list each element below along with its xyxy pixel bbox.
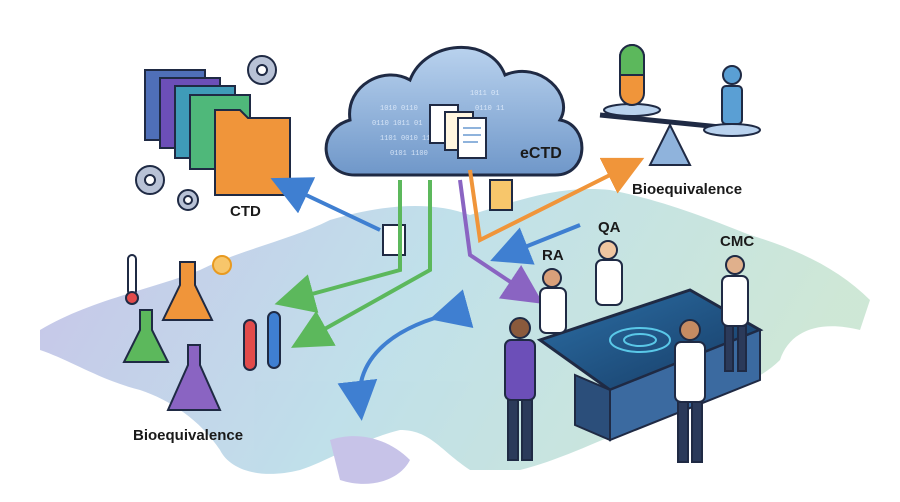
folder-icon — [144, 69, 291, 196]
label-bioequivalence-top: Bioequivalence — [632, 181, 742, 198]
label-qa: QA — [598, 219, 621, 236]
svg-text:0110 11: 0110 11 — [475, 105, 504, 113]
person-icon — [504, 317, 536, 461]
gear-icon — [135, 55, 277, 211]
document-icon — [429, 104, 487, 159]
thermometer-icon — [125, 254, 139, 305]
svg-text:0101 1100: 0101 1100 — [390, 150, 428, 158]
svg-text:1010 0110: 1010 0110 — [380, 105, 418, 113]
flask-icon — [122, 261, 222, 411]
svg-text:0110 1011 01: 0110 1011 01 — [372, 120, 422, 128]
person-icon — [539, 268, 567, 334]
sun-icon — [212, 255, 232, 275]
person-icon — [721, 65, 743, 125]
person-icon — [595, 240, 623, 306]
label-ra: RA — [542, 247, 564, 264]
test-tube-icon — [243, 311, 281, 371]
label-cmc: CMC — [720, 233, 754, 250]
scale-icon — [599, 103, 761, 166]
flow-arrows — [270, 157, 645, 421]
person-icon — [674, 319, 706, 463]
capsule-icon — [619, 44, 645, 106]
svg-text:1101 0010 11: 1101 0010 11 — [380, 135, 430, 143]
label-ectd: eCTD — [520, 145, 562, 162]
svg-text:1011 01: 1011 01 — [470, 90, 499, 98]
label-ctd: CTD — [230, 203, 261, 220]
label-bioequivalence-bottom: Bioequivalence — [133, 427, 243, 444]
person-icon — [721, 255, 749, 372]
